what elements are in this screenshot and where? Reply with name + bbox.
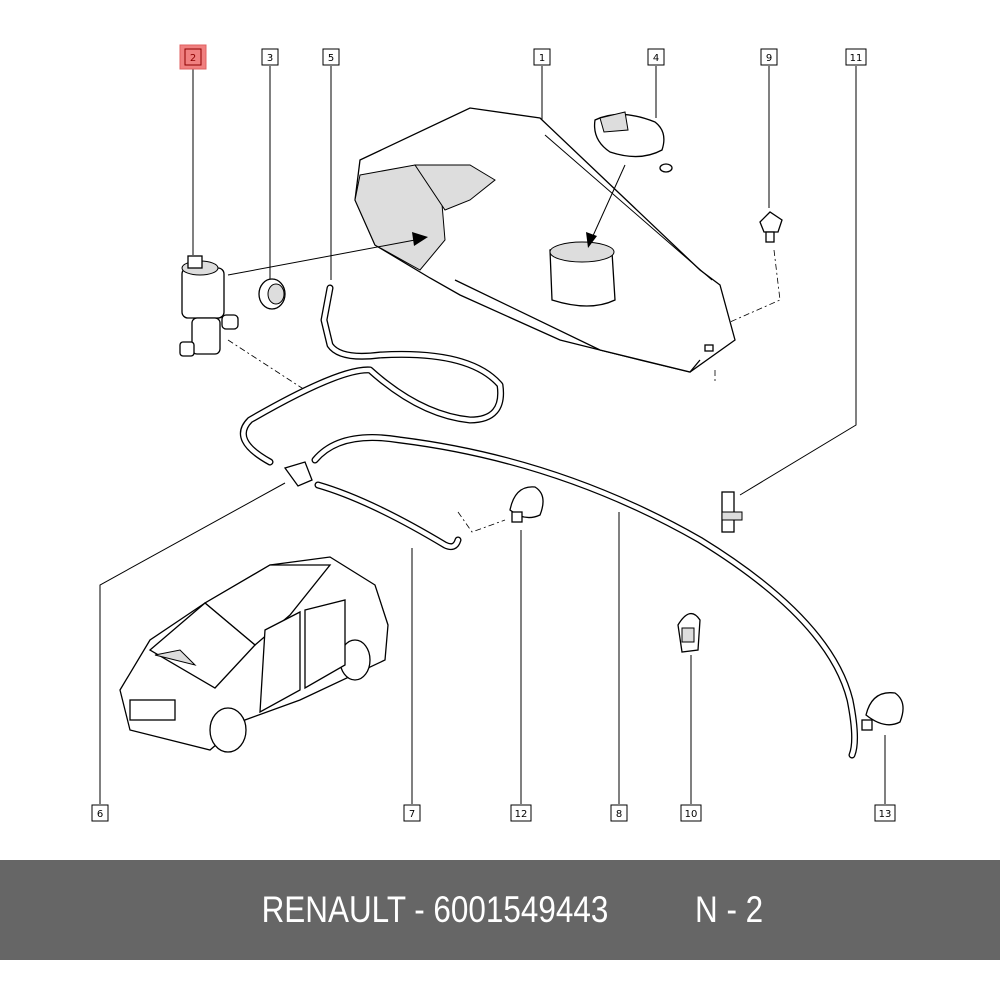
svg-text:11: 11 [850, 53, 863, 64]
svg-text:7: 7 [409, 809, 415, 820]
svg-text:12: 12 [515, 809, 528, 820]
callout-6[interactable]: 6 [91, 804, 109, 822]
svg-text:2: 2 [190, 53, 196, 64]
callout-7[interactable]: 7 [403, 804, 421, 822]
arrows [227, 164, 626, 276]
svg-text:13: 13 [879, 809, 892, 820]
callout-11[interactable]: 11 [845, 48, 867, 66]
svg-text:6: 6 [97, 809, 103, 820]
washer-jet-right [861, 692, 904, 731]
callout-9[interactable]: 9 [760, 48, 778, 66]
callout-1[interactable]: 1 [533, 48, 551, 66]
callout-3[interactable]: 3 [261, 48, 279, 66]
hose-clip [677, 613, 701, 653]
diagram-position: N - 2 [694, 889, 764, 930]
svg-text:3: 3 [267, 53, 273, 64]
parts-diagram: 1 2 3 5 4 9 11 6 7 12 8 10 13 [91, 44, 904, 822]
pump-grommet [258, 278, 286, 310]
svg-text:1: 1 [539, 53, 545, 64]
brand-part-number: RENAULT - 6001549443 [261, 889, 609, 930]
part-info-footer: RENAULT - 6001549443 N - 2 [0, 860, 1000, 960]
callouts: 1 2 3 5 4 9 11 6 7 12 8 10 13 [91, 44, 896, 822]
hose-bracket [721, 491, 743, 533]
callout-2-highlighted[interactable]: 2 [179, 44, 207, 70]
dashed-assembly-lines [227, 249, 781, 533]
callout-12[interactable]: 12 [510, 804, 532, 822]
svg-text:8: 8 [616, 809, 622, 820]
car-illustration [119, 556, 389, 753]
clip-bolt [759, 211, 783, 243]
washer-pump [179, 255, 239, 357]
callout-10[interactable]: 10 [680, 804, 702, 822]
svg-text:9: 9 [766, 53, 772, 64]
callout-13[interactable]: 13 [874, 804, 896, 822]
callout-4[interactable]: 4 [647, 48, 665, 66]
svg-text:10: 10 [685, 809, 698, 820]
leader-lines [99, 66, 886, 804]
callout-8[interactable]: 8 [610, 804, 628, 822]
hoses [239, 284, 859, 759]
washer-reservoir [354, 107, 736, 373]
callout-5[interactable]: 5 [322, 48, 340, 66]
svg-text:4: 4 [653, 53, 659, 64]
washer-jet-left [509, 486, 544, 523]
reservoir-cap [593, 111, 673, 173]
svg-text:5: 5 [328, 53, 334, 64]
